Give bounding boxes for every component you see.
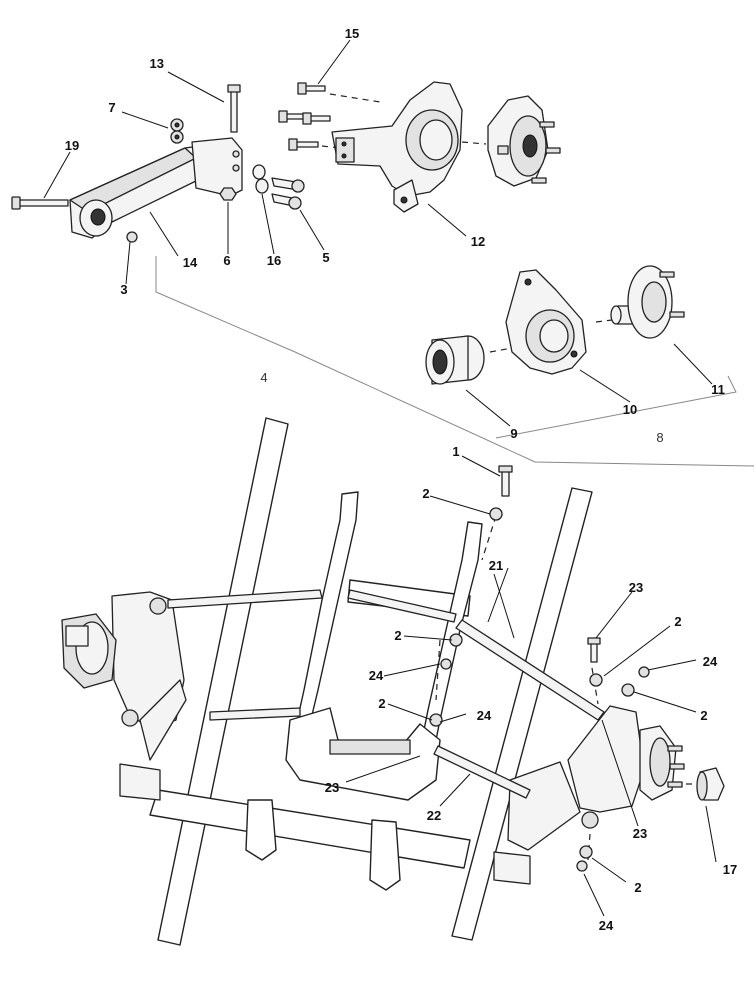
callout-1: 1: [452, 444, 459, 459]
leader-lines: [43, 39, 717, 917]
callout-2-d: 2: [674, 614, 681, 629]
nuts-2-and-24: [429, 507, 650, 872]
hub-11: [610, 265, 685, 339]
frame-rail-right: [451, 487, 593, 941]
bolt-13: [227, 84, 241, 133]
callout-14: 14: [183, 255, 198, 270]
trailing-arm-assembly: [11, 84, 305, 243]
left-hub-assembly: [61, 591, 187, 801]
callout-23-b: 23: [629, 580, 643, 595]
callout-4: 4: [260, 370, 267, 385]
washer-16: [252, 164, 269, 194]
callout-11: 11: [711, 382, 725, 397]
frame-assembly: [61, 417, 725, 946]
callout-17: 17: [723, 862, 737, 877]
callout-23-c: 23: [633, 826, 647, 841]
callout-15: 15: [345, 26, 359, 41]
bolt-5: [271, 177, 305, 210]
bolt-23: [587, 637, 601, 705]
callout-2-e: 2: [700, 708, 707, 723]
nut-6: [219, 187, 237, 201]
lower-leg-center: [369, 819, 401, 891]
callout-24-b: 24: [477, 708, 492, 723]
callout-24-c: 24: [703, 654, 718, 669]
link-21: [455, 619, 605, 721]
callout-labels: 13 7 19 15 14 3 6 16 5 12 4 9 10 11 8 1 …: [65, 26, 737, 933]
callout-13: 13: [150, 56, 164, 71]
callout-16: 16: [267, 253, 281, 268]
bearing-carrier-10: [505, 269, 587, 375]
callout-23-a: 23: [325, 780, 339, 795]
knuckle-12: [331, 81, 463, 213]
right-hub-assembly: [493, 705, 685, 885]
group-bracket-8: [495, 375, 737, 439]
callout-24-d: 24: [599, 918, 614, 933]
tie-rods: [167, 589, 605, 799]
link-22: [433, 745, 531, 799]
group-bracket-4: [155, 256, 755, 467]
callout-9: 9: [510, 426, 517, 441]
bolt-1: [481, 465, 513, 561]
center-member-left: [291, 491, 359, 745]
callout-8: 8: [656, 430, 663, 445]
callout-5: 5: [322, 250, 329, 265]
callout-3: 3: [120, 282, 127, 297]
callout-10: 10: [623, 402, 637, 417]
callout-22: 22: [427, 808, 441, 823]
cap-17: [686, 767, 725, 801]
lower-leg-left: [245, 799, 277, 861]
trailing-arm-14: [69, 137, 243, 239]
nut-3: [126, 231, 138, 243]
callout-7: 7: [108, 100, 115, 115]
callout-2-b: 2: [394, 628, 401, 643]
bearing-9: [425, 335, 485, 385]
callout-2-c: 2: [378, 696, 385, 711]
callout-2-a: 2: [422, 486, 429, 501]
nut-7: [170, 118, 184, 144]
hub-assembly: [487, 95, 561, 187]
bolts-15: [278, 82, 381, 151]
callout-12: 12: [471, 234, 485, 249]
knuckle-assembly: [278, 81, 561, 213]
callout-19: 19: [65, 138, 79, 153]
callout-21: 21: [489, 558, 503, 573]
callout-24-a: 24: [369, 668, 384, 683]
bolt-19: [11, 196, 69, 210]
callout-6: 6: [223, 253, 230, 268]
callout-2-f: 2: [634, 880, 641, 895]
